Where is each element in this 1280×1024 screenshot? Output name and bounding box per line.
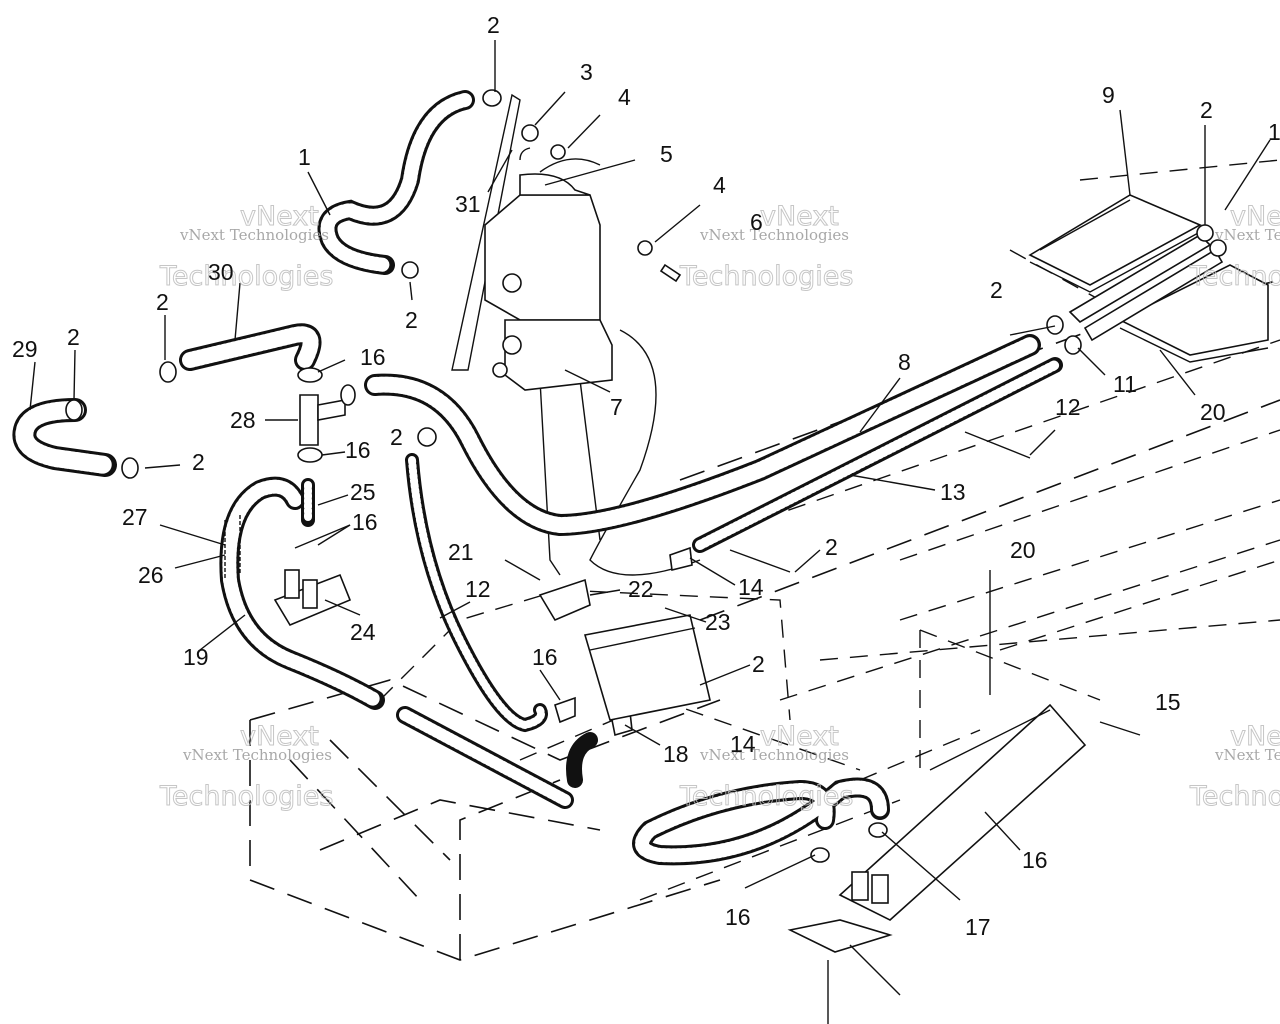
callout-2: 16 (532, 644, 558, 670)
watermark-brand-top: vNext (1230, 201, 1280, 232)
watermark-brand-large: Technologies (159, 261, 333, 292)
coolant-reservoir (484, 147, 613, 391)
watermark-brand-large: Technologies (1189, 261, 1280, 292)
callout-8: 8 (898, 349, 911, 375)
heat-exchanger (1028, 194, 1269, 363)
callout-labels: 1 2 3 4 5 4 6 31 2 9 2 1 30 2 29 2 16 2 … (12, 12, 1280, 940)
callout-6: 6 (750, 209, 763, 235)
callout-30: 30 (208, 259, 234, 285)
watermark-brand-large: Technologies (679, 261, 853, 292)
callout-2: 2 (405, 307, 418, 333)
watermark-brand-large: Technologies (159, 781, 333, 812)
watermark-brand-small: vNext Technologies (1214, 226, 1280, 244)
watermark-brand-small: vNext Technologies (182, 746, 332, 764)
callout-18: 14 (730, 731, 756, 757)
callout-2: 14 (738, 574, 764, 600)
callout-16: 18 (663, 741, 689, 767)
callout-5: 5 (660, 141, 673, 167)
watermark-brand-small: vNext Technologies (1214, 746, 1280, 764)
callout-14: 20 (1010, 537, 1036, 563)
callout-16: 16 (352, 509, 378, 535)
callout-20: 21 (448, 539, 474, 565)
callout-2: 2 (67, 324, 80, 350)
callout-2: 2 (156, 289, 169, 315)
callout-14: 15 (1155, 689, 1181, 715)
callout-16: 16 (345, 437, 371, 463)
callout-21: 22 (628, 576, 654, 602)
watermark-brand-top: vNext (1230, 721, 1280, 752)
hoses (12, 90, 1063, 866)
callout-24: 19 (183, 644, 209, 670)
callout-2: 11 (1113, 371, 1137, 397)
callout-2: 2 (192, 449, 205, 475)
callout-26: 26 (138, 562, 164, 588)
callout-4: 4 (618, 84, 631, 110)
callout-27: 27 (122, 504, 148, 530)
callout-2: 2 (1200, 97, 1213, 123)
callout-2: 2 (390, 424, 403, 450)
callout-16: 16 (360, 344, 386, 370)
callout-22: 12 (465, 576, 491, 602)
callout-29: 29 (12, 336, 38, 362)
callout-23: 24 (350, 619, 376, 645)
callout-3: 3 (580, 59, 593, 85)
callout-25: 25 (350, 479, 376, 505)
watermark-brand-top: vNext (240, 721, 319, 752)
callout-13: 13 (940, 479, 966, 505)
callout-15: 16 (1022, 847, 1048, 873)
watermark-brand-top: vNext (760, 721, 839, 752)
callout-19: 2 (752, 651, 765, 677)
watermark-brand-small: vNext Technologies (179, 226, 329, 244)
callout-1: 1 (298, 144, 311, 170)
callout-4: 4 (713, 172, 726, 198)
callout-12: 12 (1055, 394, 1081, 420)
watermark-brand-small: vNext Technologies (699, 226, 849, 244)
watermark-brand-large: Technologies (679, 781, 853, 812)
callout-11: 20 (1200, 399, 1226, 425)
callout-16: 16 (725, 904, 751, 930)
callout-28: 28 (230, 407, 256, 433)
watermark-brand-top: vNext (760, 201, 839, 232)
callout-31: 31 (455, 191, 481, 217)
watermark-brand-large: Technologies (1189, 781, 1280, 812)
watermarks: vNext vNext Technologies Technologies vN… (159, 201, 1280, 813)
callout-12: 2 (825, 534, 838, 560)
fittings (65, 89, 1087, 953)
callout-9: 9 (1102, 82, 1115, 108)
callout-20: 23 (705, 609, 731, 635)
watermark-brand-small: vNext Technologies (699, 746, 849, 764)
callout-7: 7 (610, 394, 623, 420)
callout-16: 17 (965, 914, 991, 940)
callout-1: 1 (1268, 119, 1280, 145)
callout-2: 2 (487, 12, 500, 38)
callout-2: 2 (990, 277, 1003, 303)
watermark-brand-top: vNext (240, 201, 319, 232)
leader-lines (29, 40, 1271, 1024)
